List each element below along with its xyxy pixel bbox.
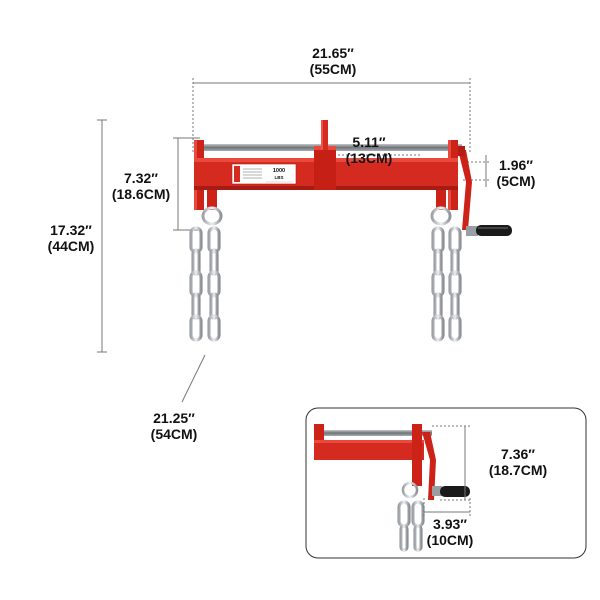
slider-width-inches: 5.11″	[352, 134, 386, 150]
slider-width-cm: (13CM)	[345, 150, 393, 167]
crank-handle	[458, 146, 512, 236]
inset-detail	[305, 407, 587, 559]
inset-handle-cm: (10CM)	[426, 532, 474, 549]
capacity-label	[231, 163, 297, 185]
overall-height-label: 17.32″ (44CM)	[38, 222, 104, 254]
chain-length-cm: (54CM)	[150, 426, 198, 443]
chain-length-label: 21.25″ (54CM)	[134, 410, 214, 442]
frame-height-label: 7.32″ (18.6CM)	[108, 170, 174, 202]
overall-height-inches: 17.32″	[50, 222, 92, 238]
overall-height-cm: (44CM)	[47, 238, 95, 255]
inset-height-label: 7.36″ (18.7CM)	[478, 446, 558, 478]
frame-height-inches: 7.32″	[124, 170, 158, 186]
crank-offset-cm: (5CM)	[496, 173, 536, 190]
left-chain-outer	[189, 226, 203, 342]
load-leveler: 1000 LBS	[189, 120, 512, 342]
right-chain-inner	[448, 226, 462, 342]
inset-height-cm: (18.7CM)	[488, 462, 548, 479]
inset-handle-inches: 3.93″	[433, 516, 467, 532]
overall-width-label: 21.65″ (55CM)	[293, 45, 373, 77]
dimension-lines	[97, 78, 490, 403]
overall-width-cm: (55CM)	[309, 61, 357, 78]
capacity-value: 1000	[273, 168, 285, 174]
right-chain-outer	[431, 226, 445, 342]
inset-height-inches: 7.36″	[501, 446, 535, 462]
inset-handle-label: 3.93″ (10CM)	[420, 516, 480, 548]
capacity-unit: LBS	[275, 175, 284, 180]
chain-length-inches: 21.25″	[153, 410, 195, 426]
left-hook	[201, 190, 223, 226]
center-slider	[314, 146, 336, 190]
frame-height-cm: (18.6CM)	[111, 186, 171, 203]
right-hook	[430, 190, 452, 226]
crank-offset-label: 1.96″ (5CM)	[488, 157, 544, 189]
left-chain-inner	[207, 226, 221, 342]
overall-width-inches: 21.65″	[312, 45, 354, 61]
crank-offset-inches: 1.96″	[499, 157, 533, 173]
slider-width-label: 5.11″ (13CM)	[334, 134, 404, 166]
